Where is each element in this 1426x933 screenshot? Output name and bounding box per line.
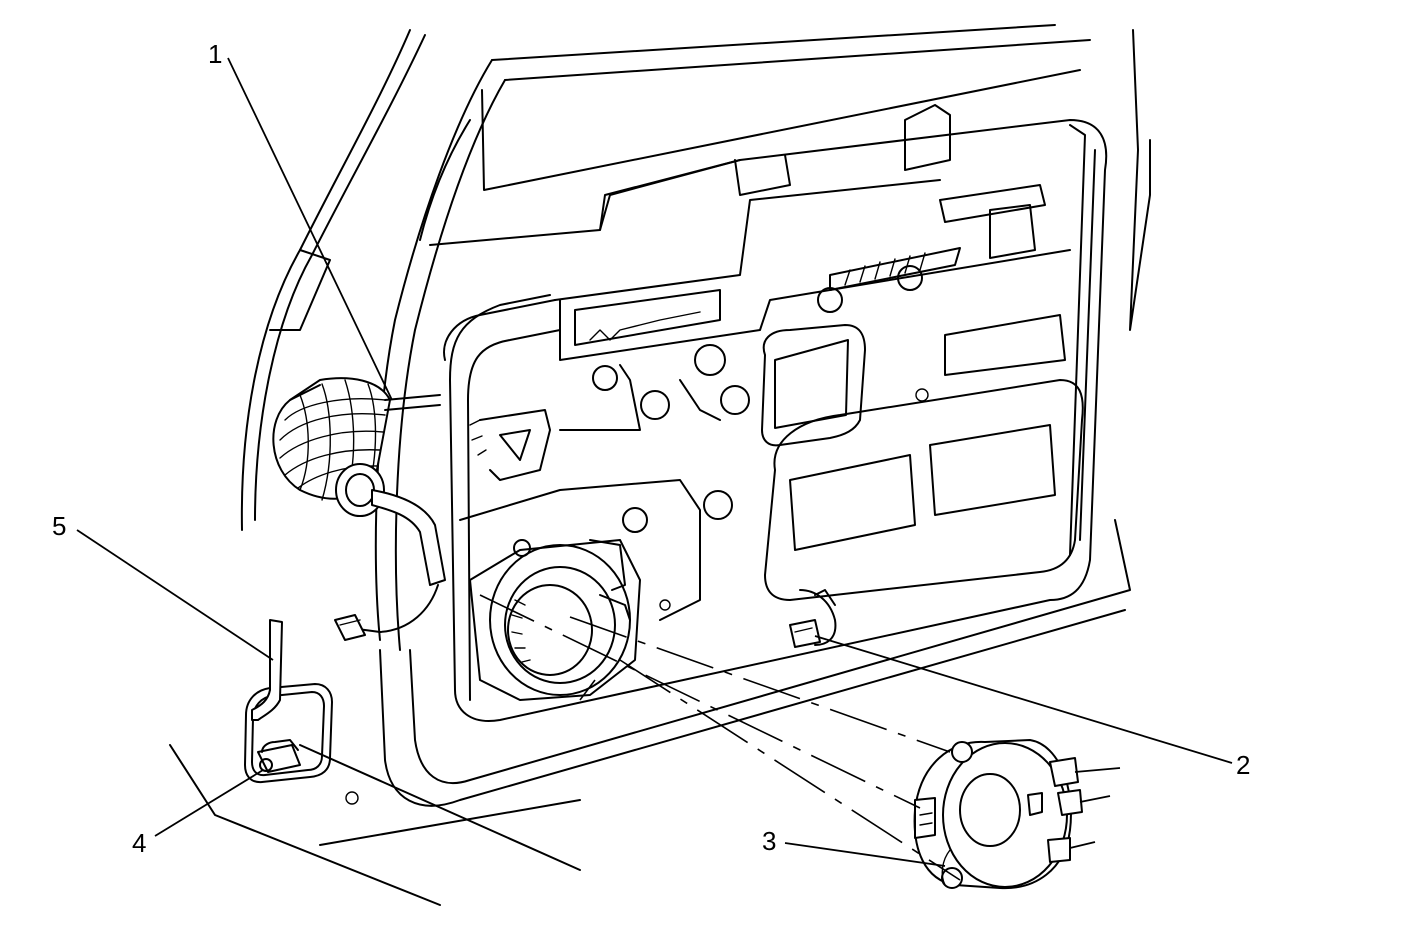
callout-3: 3: [762, 826, 776, 856]
pillar-connector-bracket: [244, 619, 359, 805]
leader-fastener-c: [1069, 841, 1096, 849]
callout-2: 2: [1236, 750, 1250, 780]
callout-5: 5: [52, 511, 66, 541]
callout-1: 1: [208, 39, 222, 69]
inner-door-panel: [429, 104, 1108, 722]
leader-fastener-b: [1079, 795, 1111, 803]
leader-5: [76, 529, 274, 661]
callout-4: 4: [132, 828, 146, 858]
wiring-harness: [334, 489, 446, 641]
floor-sill: [169, 744, 581, 906]
installation-lines: [479, 594, 961, 881]
leader-lines: [76, 57, 1233, 867]
speaker-mount-opening: [469, 539, 641, 701]
leader-fastener-a: [1074, 767, 1121, 773]
leader-1: [227, 57, 393, 401]
leader-2: [814, 635, 1233, 764]
speaker-assembly: [913, 739, 1083, 890]
door-frame: [240, 24, 1151, 807]
speaker-harness-connector: [789, 589, 837, 648]
leader-3: [784, 842, 946, 867]
harness-grommet-coil: [272, 377, 441, 517]
leader-4: [154, 769, 264, 837]
